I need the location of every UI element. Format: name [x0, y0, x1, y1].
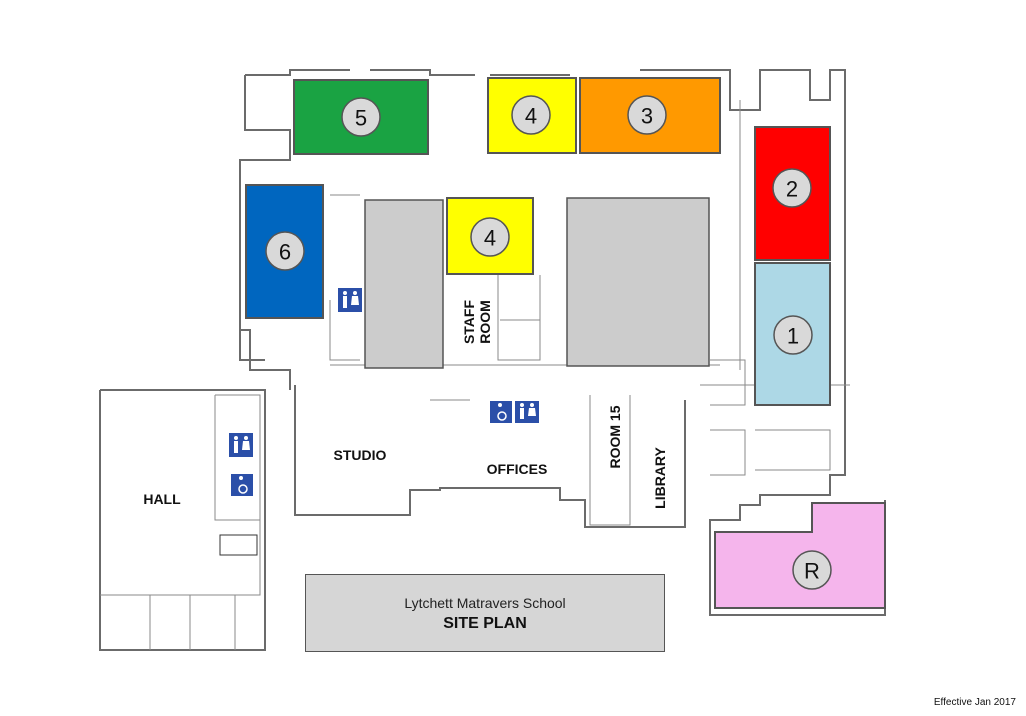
site-plan-title: SITE PLAN: [443, 615, 527, 632]
effective-date: Effective Jan 2017: [933, 697, 1016, 708]
room15-label: ROOM 15: [607, 405, 623, 468]
zone-number: 3: [641, 104, 653, 129]
zone-badge: [470, 217, 510, 257]
hall-stage-box: [219, 534, 258, 556]
offices-label: OFFICES: [487, 461, 548, 477]
toilets-icon: [515, 401, 539, 423]
zone-badge: [511, 95, 551, 135]
zone-4-top: 4: [487, 77, 577, 154]
zone-6: 6: [245, 184, 324, 319]
library-label: LIBRARY: [652, 446, 668, 508]
hall-label: HALL: [143, 491, 181, 507]
toilets-icon: [229, 433, 253, 457]
zone-number: 5: [355, 106, 367, 131]
staff-room-label-line2: ROOM: [477, 300, 493, 344]
accessible-toilet-icon: [231, 474, 253, 496]
zone-badge: [772, 168, 812, 208]
zone-number: 4: [525, 104, 537, 129]
zone-badge: [627, 95, 667, 135]
zone-r: R: [714, 502, 886, 609]
hall-block-left: [364, 199, 444, 369]
zone-5: 5: [293, 79, 429, 155]
zone-4-middle: 4: [446, 197, 534, 275]
zone-1: 1: [754, 262, 831, 406]
zone-number: 1: [787, 324, 799, 349]
zone-badge: [265, 231, 305, 271]
school-name: Lytchett Matravers School: [404, 595, 566, 611]
accessible-toilet-icon: [490, 401, 512, 423]
staff-room-label-line1: STAFF: [461, 300, 477, 345]
zone-number: R: [804, 559, 820, 584]
site-plan-caption: Lytchett Matravers School SITE PLAN: [305, 574, 665, 652]
studio-label: STUDIO: [334, 447, 387, 463]
zone-number: 6: [279, 240, 291, 265]
zone-2: 2: [754, 126, 831, 261]
zone-badge: [341, 97, 381, 137]
hall-block-right: [566, 197, 710, 367]
zone-3: 3: [579, 77, 721, 154]
zone-badge: [773, 315, 813, 355]
zone-number: 4: [484, 226, 496, 251]
toilets-icon: [338, 288, 362, 312]
zone-number: 2: [786, 177, 798, 202]
zone-badge: [792, 550, 832, 590]
